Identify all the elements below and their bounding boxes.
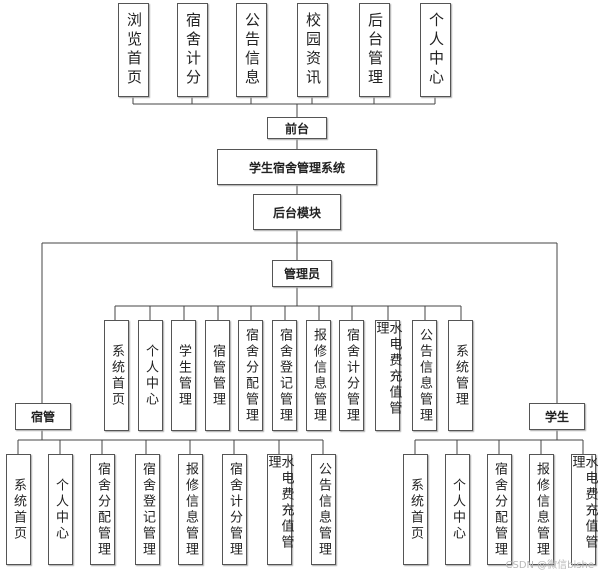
backend-node: 后台模块 (253, 194, 341, 230)
student-node-label: 学生 (544, 410, 569, 424)
dorm-manager-module-label: 报修信息管理 (183, 461, 198, 558)
student-module: 报修信息管理 (529, 454, 554, 565)
admin-node-label: 管理员 (283, 267, 320, 281)
admin-module-label: 宿舍分配管理 (243, 327, 258, 424)
student-module-label: 宿舍分配管理 (492, 461, 507, 558)
dorm-manager-module-label: 公告信息管理 (316, 461, 331, 558)
admin-node: 管理员 (272, 260, 332, 287)
admin-module: 水电费充值管理 (373, 320, 402, 431)
student-module-label: 报修信息管理 (534, 461, 549, 558)
admin-module-label: 宿舍计分管理 (344, 327, 359, 424)
student-module-label: 个人中心 (450, 477, 465, 542)
dorm-manager-module: 系统首页 (6, 454, 31, 565)
frontend-module: 后台管理 (359, 3, 390, 97)
admin-module-label: 宿管管理 (210, 343, 225, 408)
dorm-manager-module: 报修信息管理 (178, 454, 203, 565)
frontend-module-label: 校园资讯 (304, 12, 322, 88)
frontend-module-label: 后台管理 (366, 12, 384, 88)
frontend-node: 前台 (267, 117, 327, 139)
frontend-module-label: 宿舍计分 (184, 12, 202, 88)
admin-module-label: 报修信息管理 (311, 327, 326, 424)
admin-module: 系统首页 (104, 320, 129, 431)
frontend-module-label: 个人中心 (427, 12, 445, 88)
dorm-manager-node: 宿管 (15, 403, 71, 430)
admin-module: 宿舍分配管理 (238, 320, 263, 431)
dorm-manager-module-label: 系统首页 (11, 477, 26, 542)
student-module-label: 系统首页 (408, 477, 423, 542)
admin-module-label: 公告信息管理 (417, 327, 432, 424)
dorm-manager-module-label: 宿舍分配管理 (95, 461, 110, 558)
admin-module: 公告信息管理 (412, 320, 437, 431)
frontend-module: 校园资讯 (297, 3, 328, 97)
dorm-manager-module-label: 宿舍登记管理 (140, 461, 155, 558)
system-root-node-label: 学生宿舍管理系统 (248, 160, 345, 175)
admin-module-label: 水电费充值管理 (373, 321, 402, 417)
student-module-label: 水电费充值管理 (569, 455, 598, 551)
frontend-module: 宿舍计分 (177, 3, 208, 97)
admin-module-label: 学生管理 (176, 343, 191, 408)
dorm-manager-module: 水电费充值管理 (265, 454, 294, 565)
frontend-module-label: 浏览首页 (125, 12, 143, 88)
system-root-node: 学生宿舍管理系统 (217, 149, 377, 185)
admin-module-label: 宿舍登记管理 (277, 327, 292, 424)
student-module: 水电费充值管理 (569, 454, 598, 565)
watermark: CSDN @微信bishe (505, 560, 594, 571)
student-module: 个人中心 (445, 454, 470, 565)
admin-module: 宿舍计分管理 (339, 320, 364, 431)
admin-module: 系统管理 (448, 320, 473, 431)
student-module: 宿舍分配管理 (487, 454, 512, 565)
admin-module: 报修信息管理 (306, 320, 331, 431)
student-module: 系统首页 (403, 454, 428, 565)
frontend-module: 个人中心 (420, 3, 451, 97)
dorm-manager-module: 宿舍登记管理 (135, 454, 160, 565)
dorm-manager-module-label: 宿舍计分管理 (227, 461, 242, 558)
dorm-manager-module-label: 个人中心 (53, 477, 68, 542)
frontend-node-label: 前台 (284, 121, 309, 136)
dorm-manager-module: 宿舍分配管理 (90, 454, 115, 565)
student-node: 学生 (529, 403, 585, 430)
admin-module: 宿管管理 (205, 320, 230, 431)
frontend-module-label: 公告信息 (243, 12, 261, 88)
dorm-manager-module-label: 水电费充值管理 (265, 455, 294, 551)
frontend-module: 公告信息 (236, 3, 267, 97)
dorm-manager-module: 宿舍计分管理 (222, 454, 247, 565)
admin-module: 学生管理 (171, 320, 196, 431)
dorm-manager-module: 公告信息管理 (311, 454, 336, 565)
admin-module: 个人中心 (138, 320, 163, 431)
backend-node-label: 后台模块 (272, 205, 321, 220)
admin-module: 宿舍登记管理 (272, 320, 297, 431)
admin-module-label: 个人中心 (143, 343, 158, 408)
dorm-manager-module: 个人中心 (48, 454, 73, 565)
frontend-module: 浏览首页 (118, 3, 149, 97)
admin-module-label: 系统管理 (453, 343, 468, 408)
admin-module-label: 系统首页 (109, 343, 124, 408)
dorm-manager-node-label: 宿管 (30, 410, 55, 424)
